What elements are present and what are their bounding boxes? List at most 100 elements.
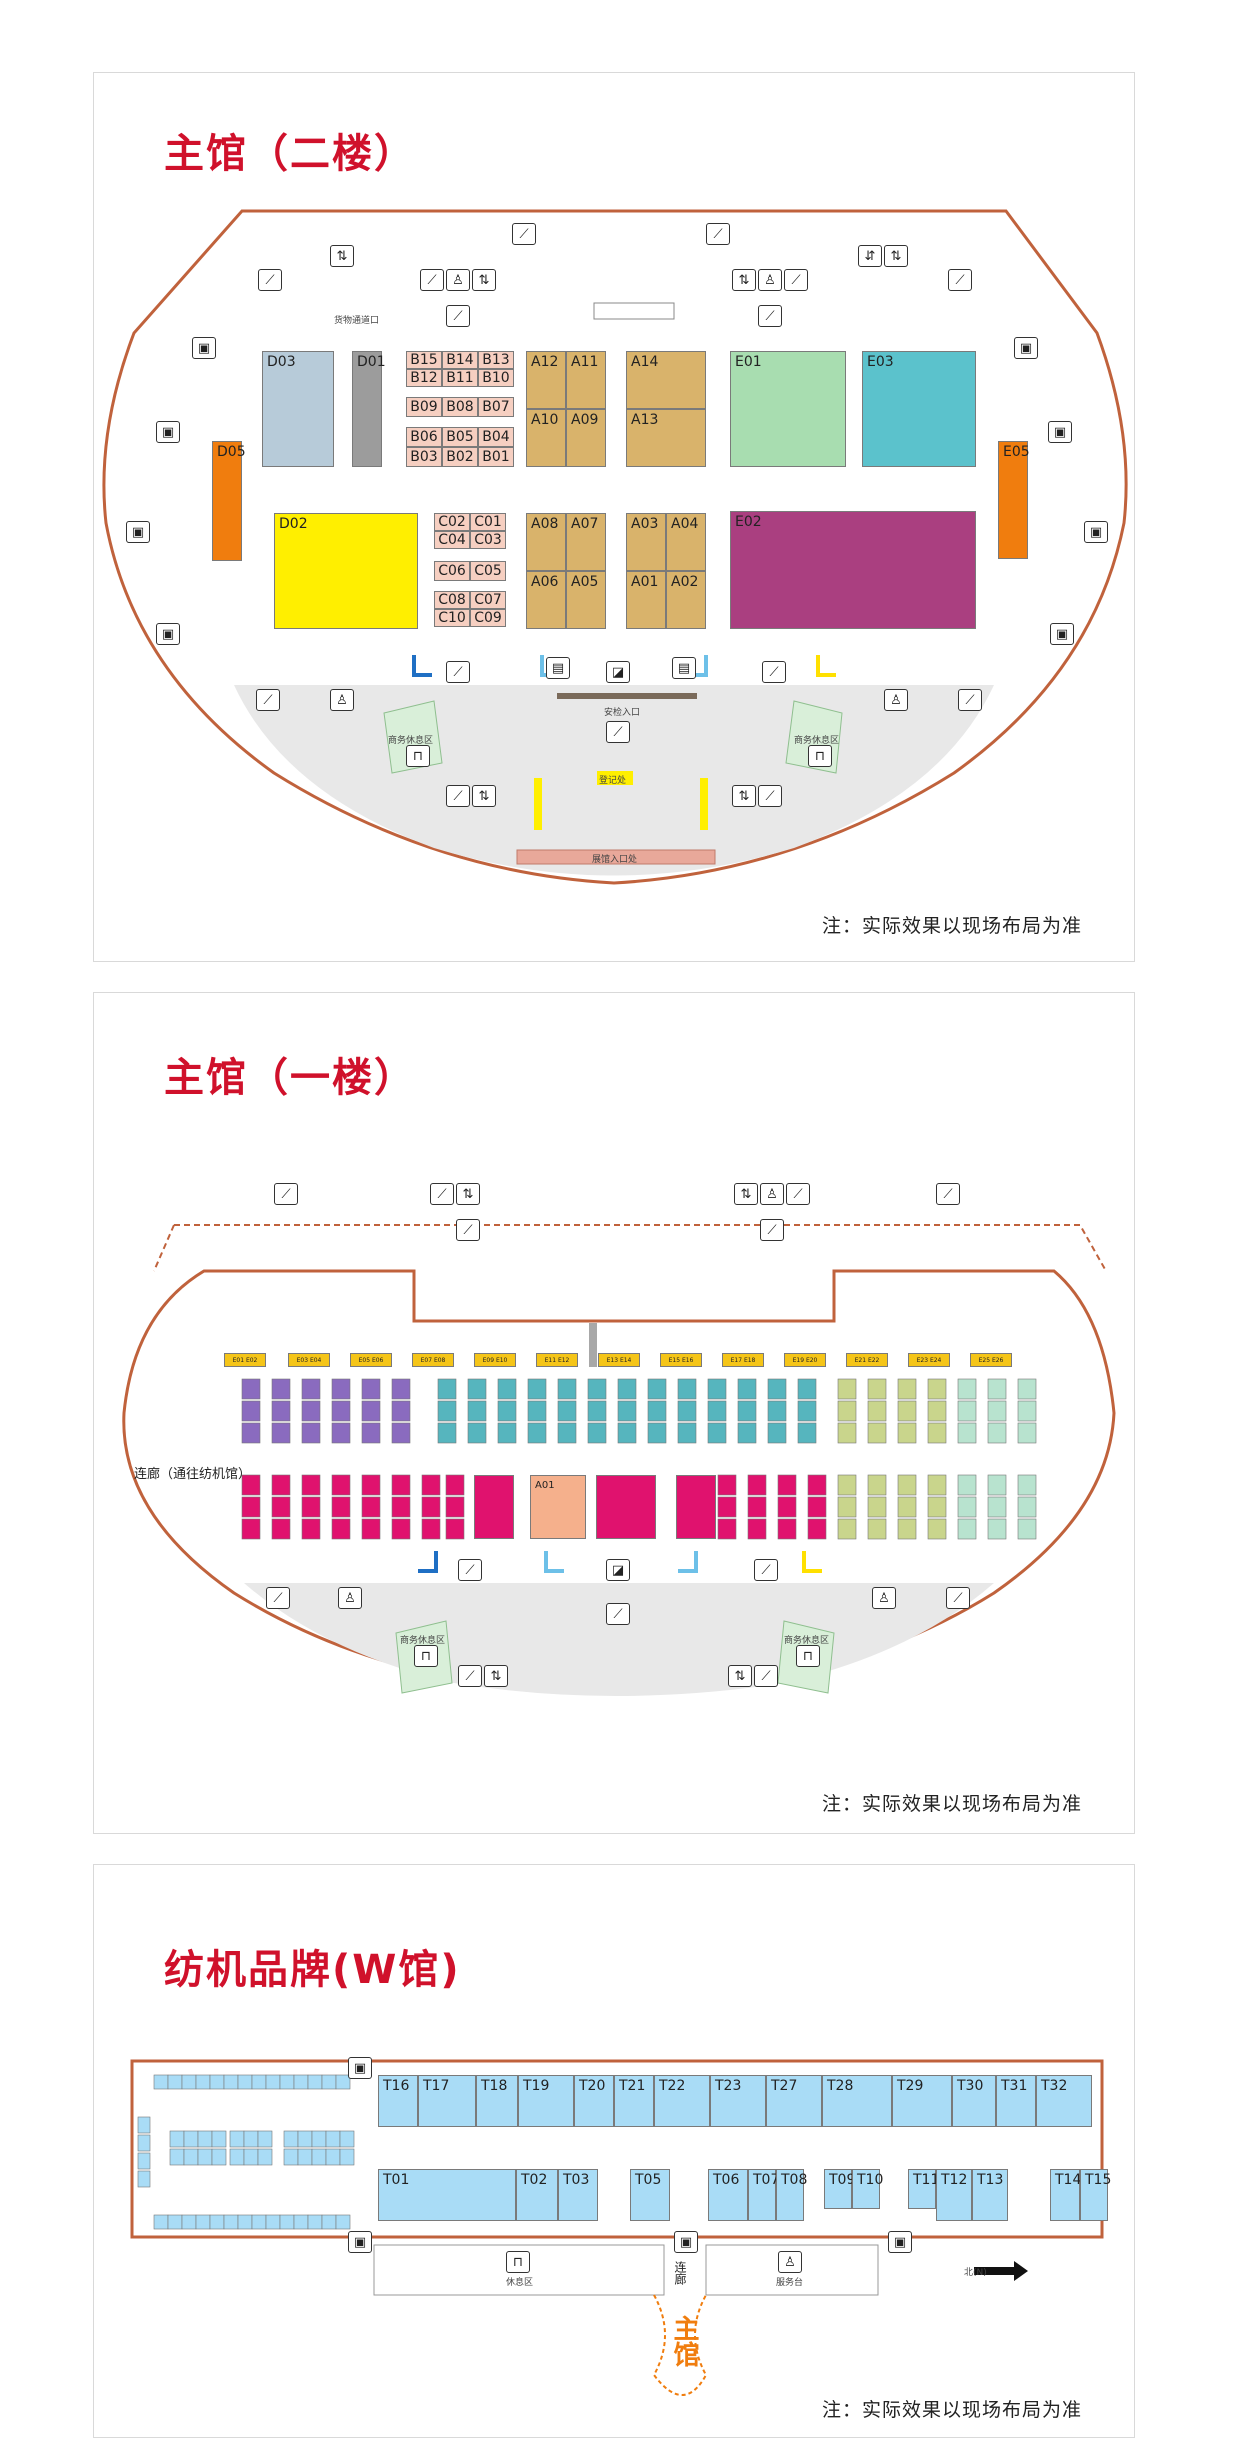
stand-block[interactable] bbox=[867, 1400, 887, 1422]
stand-block[interactable] bbox=[1017, 1496, 1037, 1518]
w-booth-block[interactable] bbox=[325, 2130, 341, 2148]
booth-A13[interactable]: A13 bbox=[626, 409, 706, 467]
booth-B04[interactable]: B04 bbox=[478, 427, 514, 447]
booth-A03[interactable]: A03 bbox=[626, 513, 666, 571]
w-booth-block[interactable] bbox=[211, 2130, 227, 2148]
stand-block[interactable] bbox=[331, 1400, 351, 1422]
w-booth-block[interactable] bbox=[181, 2074, 197, 2090]
stand-block[interactable] bbox=[527, 1378, 547, 1400]
booth-T01[interactable]: T01 bbox=[378, 2169, 516, 2221]
booth-B05[interactable]: B05 bbox=[442, 427, 478, 447]
stand-block[interactable] bbox=[957, 1496, 977, 1518]
w-booth-block[interactable] bbox=[183, 2148, 199, 2166]
w-booth-block[interactable] bbox=[321, 2074, 337, 2090]
w-booth-block[interactable] bbox=[137, 2134, 151, 2152]
booth-T09[interactable]: T09 bbox=[824, 2169, 855, 2209]
booth-A04[interactable]: A04 bbox=[666, 513, 706, 571]
stand-block[interactable] bbox=[737, 1400, 757, 1422]
w-booth-block[interactable] bbox=[223, 2214, 239, 2230]
stand-block[interactable] bbox=[617, 1378, 637, 1400]
stand-block[interactable] bbox=[797, 1400, 817, 1422]
booth-B11[interactable]: B11 bbox=[442, 369, 478, 387]
stand-block[interactable] bbox=[777, 1474, 797, 1496]
stand-block[interactable] bbox=[391, 1400, 411, 1422]
w-booth-block[interactable] bbox=[311, 2130, 327, 2148]
booth-T02[interactable]: T02 bbox=[516, 2169, 558, 2221]
booth-B10[interactable]: B10 bbox=[478, 369, 514, 387]
w-booth-block[interactable] bbox=[223, 2074, 239, 2090]
stand-block[interactable] bbox=[271, 1496, 291, 1518]
stand-block[interactable] bbox=[987, 1518, 1007, 1540]
booth-C09[interactable]: C09 bbox=[470, 609, 506, 627]
booth-A10[interactable]: A10 bbox=[526, 409, 566, 467]
w-booth-block[interactable] bbox=[211, 2148, 227, 2166]
stand-block[interactable] bbox=[987, 1400, 1007, 1422]
booth-B01[interactable]: B01 bbox=[478, 447, 514, 467]
stand-block[interactable] bbox=[707, 1422, 727, 1444]
booth-B15[interactable]: B15 bbox=[406, 351, 442, 369]
stand-block[interactable] bbox=[867, 1422, 887, 1444]
stand-block[interactable] bbox=[1017, 1474, 1037, 1496]
w-booth-block[interactable] bbox=[307, 2074, 323, 2090]
booth-T16[interactable]: T16 bbox=[378, 2075, 418, 2127]
stand-block[interactable] bbox=[837, 1400, 857, 1422]
stand-block[interactable] bbox=[301, 1474, 321, 1496]
stand-block[interactable] bbox=[271, 1378, 291, 1400]
stand-block[interactable] bbox=[587, 1400, 607, 1422]
stand-block[interactable] bbox=[331, 1378, 351, 1400]
w-booth-block[interactable] bbox=[339, 2148, 355, 2166]
booth-pink-block-center[interactable] bbox=[596, 1475, 656, 1539]
stand-block[interactable] bbox=[241, 1422, 261, 1444]
stand-block[interactable] bbox=[617, 1422, 637, 1444]
booth-E17-E18[interactable]: E17 E18 bbox=[722, 1353, 764, 1367]
stand-block[interactable] bbox=[391, 1422, 411, 1444]
booth-T15[interactable]: T15 bbox=[1080, 2169, 1111, 2221]
stand-block[interactable] bbox=[445, 1496, 465, 1518]
booth-T32[interactable]: T32 bbox=[1036, 2075, 1092, 2127]
stand-block[interactable] bbox=[361, 1474, 381, 1496]
w-booth-block[interactable] bbox=[251, 2214, 267, 2230]
stand-block[interactable] bbox=[647, 1400, 667, 1422]
w-booth-block[interactable] bbox=[209, 2074, 225, 2090]
stand-block[interactable] bbox=[587, 1378, 607, 1400]
booth-C06[interactable]: C06 bbox=[434, 561, 470, 581]
w-booth-block[interactable] bbox=[283, 2130, 299, 2148]
w-booth-block[interactable] bbox=[283, 2148, 299, 2166]
stand-block[interactable] bbox=[241, 1518, 261, 1540]
stand-block[interactable] bbox=[837, 1496, 857, 1518]
stand-block[interactable] bbox=[361, 1496, 381, 1518]
booth-T29[interactable]: T29 bbox=[892, 2075, 952, 2127]
booth-E25-E26[interactable]: E25 E26 bbox=[970, 1353, 1012, 1367]
stand-block[interactable] bbox=[467, 1422, 487, 1444]
stand-block[interactable] bbox=[647, 1422, 667, 1444]
stand-block[interactable] bbox=[557, 1422, 577, 1444]
stand-block[interactable] bbox=[647, 1378, 667, 1400]
booth-B12[interactable]: B12 bbox=[406, 369, 442, 387]
stand-block[interactable] bbox=[497, 1400, 517, 1422]
booth-B02[interactable]: B02 bbox=[442, 447, 478, 467]
w-booth-block[interactable] bbox=[257, 2130, 273, 2148]
stand-block[interactable] bbox=[987, 1422, 1007, 1444]
booth-B07[interactable]: B07 bbox=[478, 397, 514, 417]
w-booth-block[interactable] bbox=[265, 2074, 281, 2090]
stand-block[interactable] bbox=[361, 1518, 381, 1540]
booth-T23[interactable]: T23 bbox=[710, 2075, 766, 2127]
booth-T20[interactable]: T20 bbox=[574, 2075, 614, 2127]
booth-A07[interactable]: A07 bbox=[566, 513, 606, 571]
stand-block[interactable] bbox=[677, 1400, 697, 1422]
booth-pink-block-left[interactable] bbox=[474, 1475, 514, 1539]
stand-block[interactable] bbox=[987, 1496, 1007, 1518]
w-booth-block[interactable] bbox=[169, 2130, 185, 2148]
stand-block[interactable] bbox=[437, 1378, 457, 1400]
stand-block[interactable] bbox=[897, 1400, 917, 1422]
booth-B13[interactable]: B13 bbox=[478, 351, 514, 369]
stand-block[interactable] bbox=[557, 1378, 577, 1400]
stand-block[interactable] bbox=[301, 1518, 321, 1540]
stand-block[interactable] bbox=[737, 1422, 757, 1444]
booth-B14[interactable]: B14 bbox=[442, 351, 478, 369]
stand-block[interactable] bbox=[867, 1518, 887, 1540]
stand-block[interactable] bbox=[927, 1378, 947, 1400]
stand-block[interactable] bbox=[897, 1474, 917, 1496]
stand-block[interactable] bbox=[241, 1400, 261, 1422]
w-booth-block[interactable] bbox=[335, 2074, 351, 2090]
